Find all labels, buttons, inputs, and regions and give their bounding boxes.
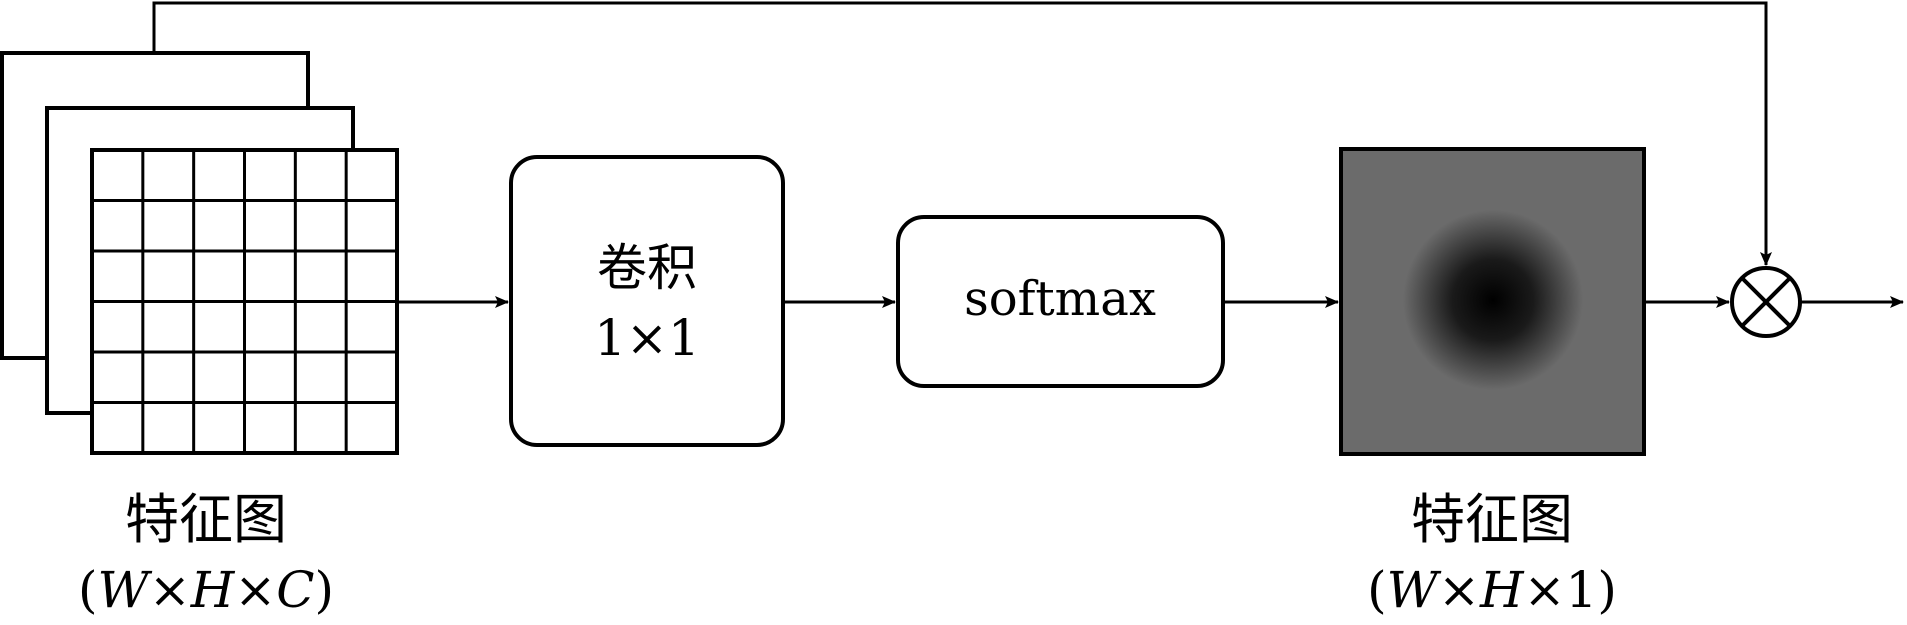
input-map-dims: (W×H×C) <box>78 561 334 619</box>
softmax-block: softmax <box>896 215 1225 388</box>
conv-block: 卷积 1×1 <box>509 155 785 447</box>
conv-size-label: 1×1 <box>594 309 700 367</box>
multiply-circle-icon <box>1730 266 1802 338</box>
conv-box <box>509 155 785 447</box>
output-map-label: 特征图 <box>1411 488 1573 551</box>
input-map-label: 特征图 <box>125 488 287 551</box>
skip-connection-line <box>152 1 1772 266</box>
softmax-label: softmax <box>964 271 1156 327</box>
attention-blob <box>1403 210 1583 390</box>
output-feature-map <box>1339 147 1646 456</box>
input-feature-map <box>0 51 399 455</box>
output-map-dims: (W×H×1) <box>1367 561 1617 619</box>
conv-label: 卷积 <box>597 239 697 297</box>
feature-map-grid <box>92 150 397 453</box>
